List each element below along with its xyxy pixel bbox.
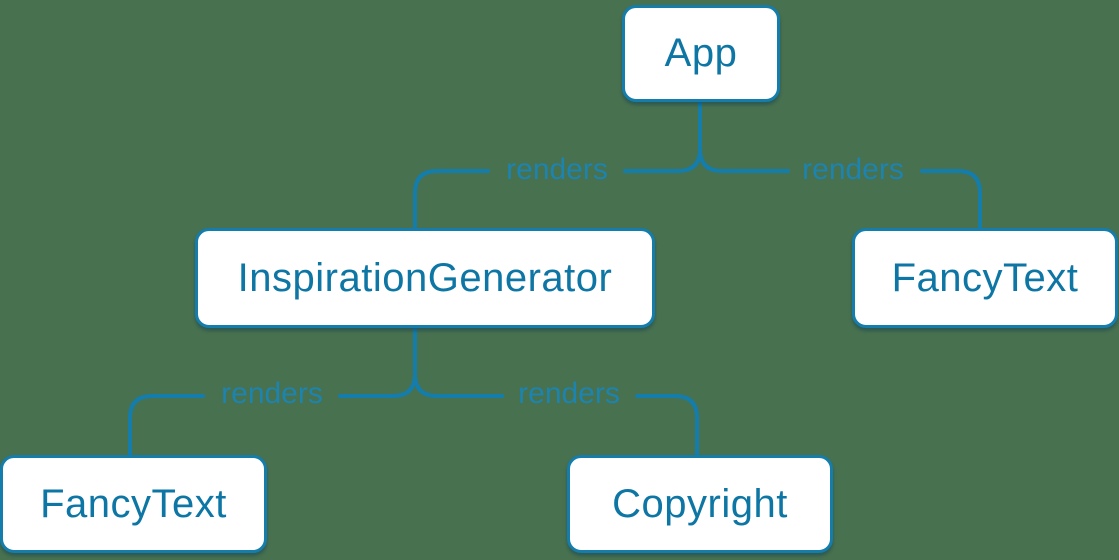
node-inspiration-generator: InspirationGenerator bbox=[195, 228, 655, 328]
node-fancy-text-bottom-label: FancyText bbox=[40, 481, 227, 526]
edge-label-app-inspirationgenerator: renders bbox=[506, 153, 608, 186]
edge-label-inspirationgenerator-fancytext: renders bbox=[221, 377, 323, 410]
node-fancy-text-top: FancyText bbox=[852, 228, 1118, 328]
edge-label-inspirationgenerator-copyright: renders bbox=[518, 377, 620, 410]
node-copyright-label: Copyright bbox=[612, 481, 788, 526]
node-fancy-text-bottom: FancyText bbox=[0, 455, 267, 553]
node-copyright: Copyright bbox=[567, 455, 833, 553]
node-inspiration-generator-label: InspirationGenerator bbox=[237, 255, 613, 300]
edge-label-app-fancytext: renders bbox=[802, 153, 904, 186]
node-fancy-text-top-label: FancyText bbox=[891, 255, 1079, 300]
node-app: App bbox=[622, 5, 780, 102]
node-app-label: App bbox=[664, 31, 738, 75]
